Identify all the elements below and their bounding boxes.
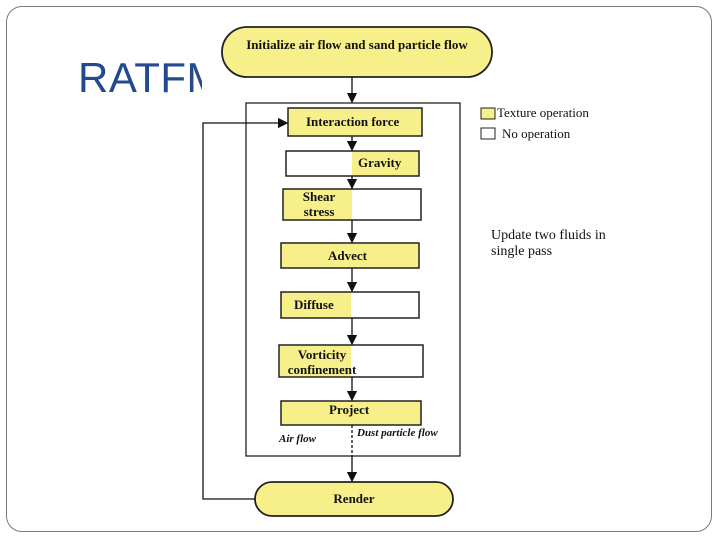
step-gravity-box-left <box>286 151 352 176</box>
start-node-shape <box>221 26 493 78</box>
step-label-gravity: Gravity <box>358 155 402 170</box>
note-text: Update two fluids in single pass <box>491 228 606 259</box>
step-interaction-force-box <box>287 107 423 137</box>
step-shear-box-right <box>352 189 421 220</box>
step-label-vorticity: Vorticity confinement <box>287 347 357 377</box>
legend-none-swatch <box>480 127 496 140</box>
step-vorticity-box-right <box>351 345 423 377</box>
step-label-diffuse: Diffuse <box>294 297 334 312</box>
step-label-advect: Advect <box>328 248 367 263</box>
step-label-project: Project <box>329 402 370 417</box>
start-node-label: Initialize air flow and sand particle fl… <box>246 37 468 52</box>
step-label-shear-stress: Shear stress <box>302 189 336 219</box>
step-diffuse-box-right <box>351 292 419 318</box>
dust-flow-label: Dust particle flow <box>357 427 438 439</box>
legend-texture-swatch <box>480 107 496 120</box>
step-vorticity-box-left <box>279 345 351 377</box>
air-flow-label: Air flow <box>279 433 316 445</box>
legend-none-label: No operation <box>502 126 571 141</box>
step-advect-box <box>280 242 420 269</box>
legend-texture-label: Texture operation <box>497 105 589 120</box>
step-gravity-box-right <box>352 151 419 176</box>
end-node-label: Render <box>333 491 375 506</box>
feedback-loop-line <box>202 117 289 500</box>
step-label-interaction-force: Interaction force <box>306 114 400 129</box>
step-project-box <box>280 400 422 426</box>
slide-title: RATFM <box>78 54 223 101</box>
step-shear-box-left <box>283 189 352 220</box>
step-diffuse-box-left <box>281 292 351 318</box>
